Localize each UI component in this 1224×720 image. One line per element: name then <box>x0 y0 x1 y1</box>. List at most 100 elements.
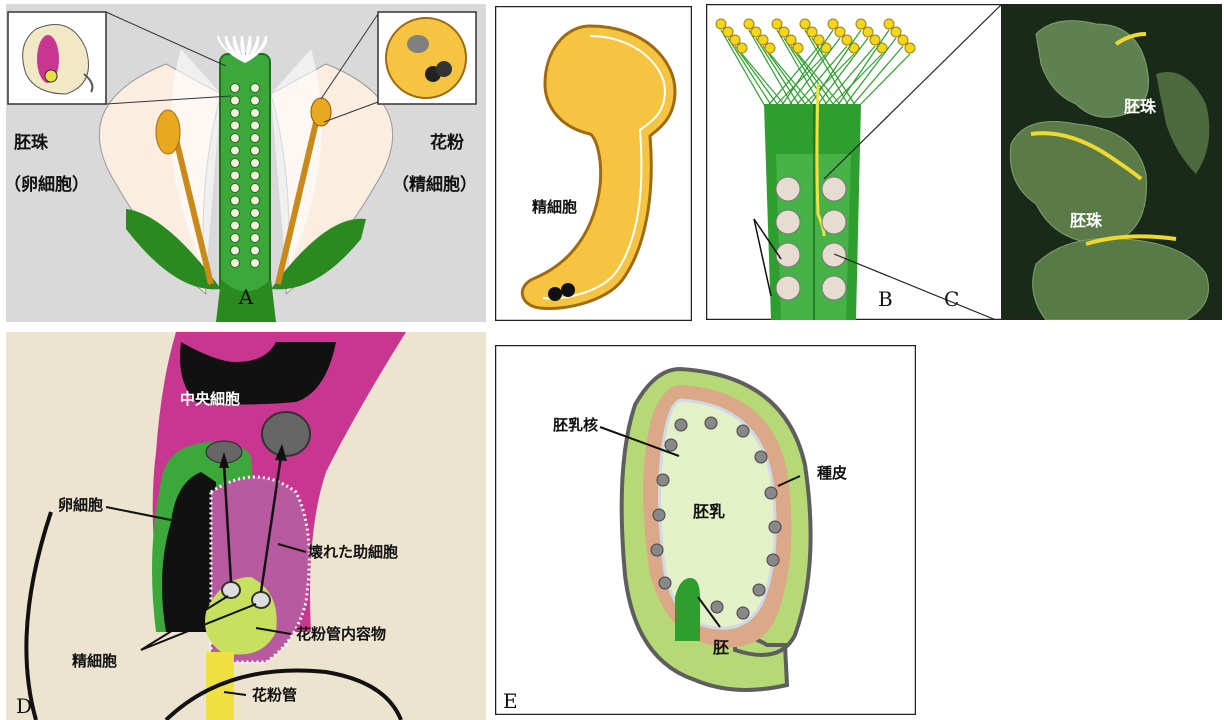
endosperm-nucleus <box>705 417 717 429</box>
pollen-grain-c <box>772 19 782 29</box>
broken-synergid-label: 壊れた助細胞 <box>308 543 398 561</box>
endosperm-nucleus-label: 胚乳核 <box>553 416 598 434</box>
endosperm-nucleus <box>769 521 781 533</box>
ovule-dot <box>251 196 260 205</box>
ovule-dot <box>231 134 240 143</box>
endosperm-nucleus <box>765 487 777 499</box>
pollen-label: 花粉 <box>430 132 464 153</box>
pollen-tube-label: 花粉管 <box>252 686 297 704</box>
panel-e-seed: 胚乳核 種皮 胚乳 胚 E <box>495 345 916 715</box>
pollen-grain-c <box>793 43 803 53</box>
ovule-dot <box>231 109 240 118</box>
pollen-grain-c <box>716 19 726 29</box>
pollen-grain-c <box>905 43 915 53</box>
endosperm-nucleus <box>675 419 687 431</box>
pistil-ovule <box>776 276 800 300</box>
pollen-grain-c <box>744 19 754 29</box>
ovule-dot <box>251 121 260 130</box>
panel-letter-a: A <box>238 285 254 309</box>
ovule-dot <box>251 221 260 230</box>
panel-b-pollen-tube: 精細胞 <box>495 6 692 321</box>
ovule-dot <box>231 259 240 268</box>
pistil-ovule <box>822 276 846 300</box>
pollen-grain-c <box>730 35 740 45</box>
ovule-dot <box>251 109 260 118</box>
ovule-dot <box>231 184 240 193</box>
pollen-grain-c <box>765 43 775 53</box>
ovule-dot <box>231 121 240 130</box>
panel-letter-d: D <box>16 694 32 718</box>
endosperm-nucleus <box>737 607 749 619</box>
ovule-dot <box>251 84 260 93</box>
pollen-grain-c <box>814 35 824 45</box>
central-cell-label: 中央細胞 <box>180 390 240 408</box>
panel-letter-e: E <box>503 689 518 713</box>
endosperm-nucleus <box>657 474 669 486</box>
ovule-dot <box>231 84 240 93</box>
ovule-dot <box>231 234 240 243</box>
anther-left <box>156 110 180 154</box>
ovule-dot <box>251 134 260 143</box>
pistil <box>220 54 270 294</box>
anther-right <box>311 98 331 126</box>
ovule-dot <box>231 196 240 205</box>
pollen-grain-c <box>898 35 908 45</box>
sem-ovule-label-2: 胚珠 <box>1070 211 1103 230</box>
ovule-dot <box>231 159 240 168</box>
pistil-ovule <box>776 177 800 201</box>
pollen-grain-c <box>723 27 733 37</box>
ovule-dot <box>251 259 260 268</box>
endosperm-nucleus <box>737 425 749 437</box>
panel-d-double-fertilization: 中央細胞 卵細胞 壊れた助細胞 花粉管内容物 精細胞 花粉管 D <box>6 332 486 720</box>
pollen-grain-c <box>891 27 901 37</box>
endosperm-nucleus <box>711 601 723 613</box>
ovule-label: 胚珠 <box>14 133 49 153</box>
sperm-cell-1 <box>548 287 562 301</box>
sem-ovule-label-1: 胚珠 <box>1124 97 1157 116</box>
pollen-grain-c <box>751 27 761 37</box>
ovule-dot <box>231 96 240 105</box>
panel-letter-b: B <box>878 287 893 311</box>
panel-a-flower: 胚珠 （卵細胞） 花粉 （精細胞） A <box>6 4 486 322</box>
sperm-cell-d-1 <box>222 582 240 598</box>
ovule-dot <box>231 146 240 155</box>
pollen-grain-c <box>835 27 845 37</box>
endosperm-nucleus <box>753 584 765 596</box>
pistil-ovule <box>822 210 846 234</box>
egg-cell-label: 卵細胞 <box>58 496 103 514</box>
embryo <box>675 578 700 641</box>
sperm-nucleus-2 <box>436 61 452 77</box>
ovule-sublabel: （卵細胞） <box>6 174 89 195</box>
endosperm-nucleus <box>665 439 677 451</box>
pollen-grain-c <box>758 35 768 45</box>
pistil-ovule <box>776 210 800 234</box>
ovule-dot <box>251 171 260 180</box>
seed-coat-label: 種皮 <box>817 464 847 482</box>
pollen-grain-c <box>800 19 810 29</box>
panel-c-pistil-sem: B C 胚珠 胚珠 <box>706 4 1222 320</box>
pollen-grain <box>386 18 466 98</box>
sperm-cells-label: 精細胞 <box>72 652 117 670</box>
panel-letter-c: C <box>944 287 959 311</box>
sperm-label: 精細胞 <box>532 198 577 216</box>
pollen-grain-c <box>842 35 852 45</box>
ovule-dot <box>251 96 260 105</box>
endosperm-nucleus <box>767 554 779 566</box>
ovule-dot <box>231 246 240 255</box>
sperm-cell-d-2 <box>252 592 270 608</box>
endosperm-nucleus <box>755 451 767 463</box>
polar-nucleus <box>262 412 310 456</box>
tube-contents-label: 花粉管内容物 <box>296 625 386 643</box>
ovule-dot <box>251 246 260 255</box>
ovule-dot <box>251 159 260 168</box>
vegetative-nucleus <box>407 35 429 53</box>
ovule-dot <box>231 209 240 218</box>
ovule-dot <box>231 221 240 230</box>
ovule-dot <box>251 184 260 193</box>
ovule-dot <box>231 171 240 180</box>
pistil-ovule <box>822 243 846 267</box>
pollen-grain-c <box>807 27 817 37</box>
pollen-grain-c <box>863 27 873 37</box>
pollen-grain-c <box>870 35 880 45</box>
ovule-dot <box>251 146 260 155</box>
